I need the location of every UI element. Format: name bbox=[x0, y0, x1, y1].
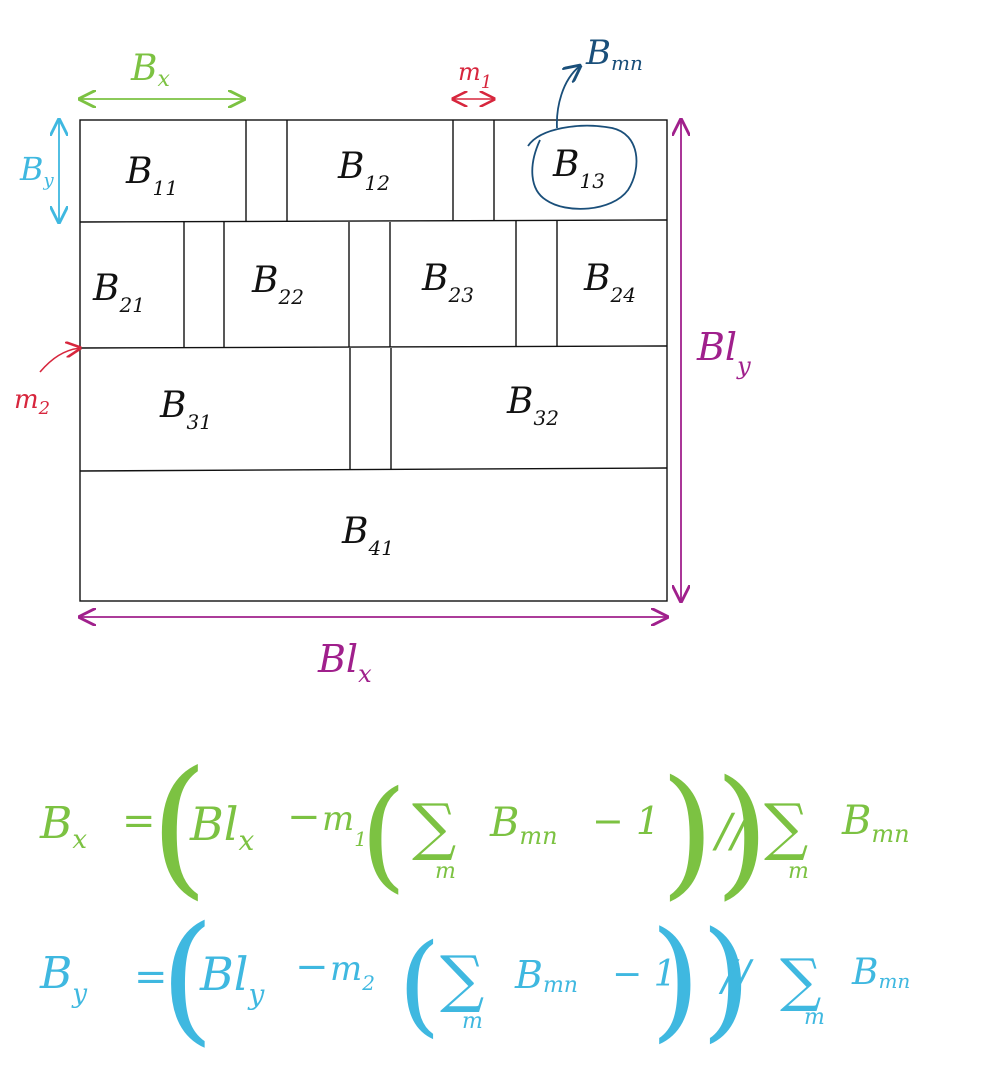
block-label-31: B31 bbox=[159, 385, 212, 434]
formula-bx-blx: Blx bbox=[189, 797, 255, 857]
formula-bx-bmn: Bmn bbox=[489, 800, 558, 850]
formula-bx-lhs: Bx bbox=[39, 798, 87, 855]
formula-by-m2: m2 bbox=[330, 949, 375, 995]
formula-by-bmn-2: Bmn bbox=[851, 952, 910, 993]
formula-by-sigma-2-index: m bbox=[804, 1005, 825, 1030]
bx-label: Bx bbox=[130, 48, 170, 92]
highlight-circle bbox=[527, 124, 638, 210]
formula-bx-minus-one: − 1 bbox=[592, 799, 660, 843]
block-labels: B11 B12 B13 B21 B22 B23 B24 B31 B32 B41 bbox=[92, 144, 636, 560]
formula-by-inner-open-paren: ( bbox=[398, 920, 441, 1048]
formula-by: By = ( Bly − m2 ( ∑ m Bmn − 1 )) // ∑ m … bbox=[39, 897, 910, 1060]
formula-by-minus-one: − 1 bbox=[612, 954, 677, 995]
m1-label: m1 bbox=[458, 58, 492, 93]
formula-bx-inner-open-paren: ( bbox=[360, 766, 407, 905]
formula-bx-close-parens: )) bbox=[660, 751, 769, 914]
block-label-32: B32 bbox=[506, 381, 559, 430]
formula-by-minus: − bbox=[295, 944, 329, 990]
formula-bx-minus: − bbox=[287, 794, 321, 840]
bly-label: Bly bbox=[696, 325, 751, 380]
block-label-23: B23 bbox=[421, 258, 474, 307]
formula-by-sigma-index: m bbox=[462, 1009, 483, 1034]
formula-by-sigma-2: ∑ bbox=[780, 946, 821, 1014]
formula-bx-m1: m1 bbox=[322, 799, 367, 851]
bmn-label: Bmn bbox=[585, 33, 643, 75]
formula-bx-open-paren: ( bbox=[150, 740, 209, 914]
formula-by-sigma: ∑ bbox=[440, 942, 484, 1015]
formula-by-open-paren: ( bbox=[160, 897, 215, 1060]
block-label-22: B22 bbox=[251, 260, 304, 309]
formula-bx-equals: = bbox=[122, 798, 156, 844]
block-label-12: B12 bbox=[337, 146, 390, 195]
block-label-24: B24 bbox=[583, 258, 636, 307]
formula-bx-sigma: ∑ bbox=[412, 790, 456, 863]
formula-by-lhs: By bbox=[39, 948, 87, 1009]
block-label-21: B21 bbox=[92, 268, 145, 317]
blx-label: Blx bbox=[317, 637, 372, 688]
formula-bx-bmn-2: Bmn bbox=[841, 798, 910, 848]
formula-by-divide: // bbox=[718, 951, 754, 1000]
formula-bx-sigma-2: ∑ bbox=[764, 790, 808, 863]
formula-by-equals: = bbox=[134, 954, 168, 1000]
m2-pointer-arrow bbox=[39, 348, 80, 373]
formula-by-close-parens: )) bbox=[650, 903, 751, 1055]
block-label-13: B13 bbox=[552, 144, 605, 193]
block-label-11: B11 bbox=[125, 151, 178, 200]
by-label: By bbox=[19, 150, 55, 191]
formula-bx: Bx = ( Blx − m1 ( ∑ m Bmn − 1 )) // ∑ m … bbox=[39, 740, 910, 914]
brick-wall-outline bbox=[79, 119, 668, 602]
bmn-pointer-arrow bbox=[556, 66, 580, 129]
formula-bx-sigma-2-index: m bbox=[788, 859, 809, 884]
formula-bx-divide: // bbox=[712, 803, 751, 857]
formula-by-bmn: Bmn bbox=[514, 953, 578, 998]
block-label-41: B41 bbox=[341, 511, 394, 560]
formula-bx-sigma-index: m bbox=[435, 859, 456, 884]
formula-by-bly: Bly bbox=[199, 947, 266, 1011]
m2-label: m2 bbox=[14, 385, 50, 419]
